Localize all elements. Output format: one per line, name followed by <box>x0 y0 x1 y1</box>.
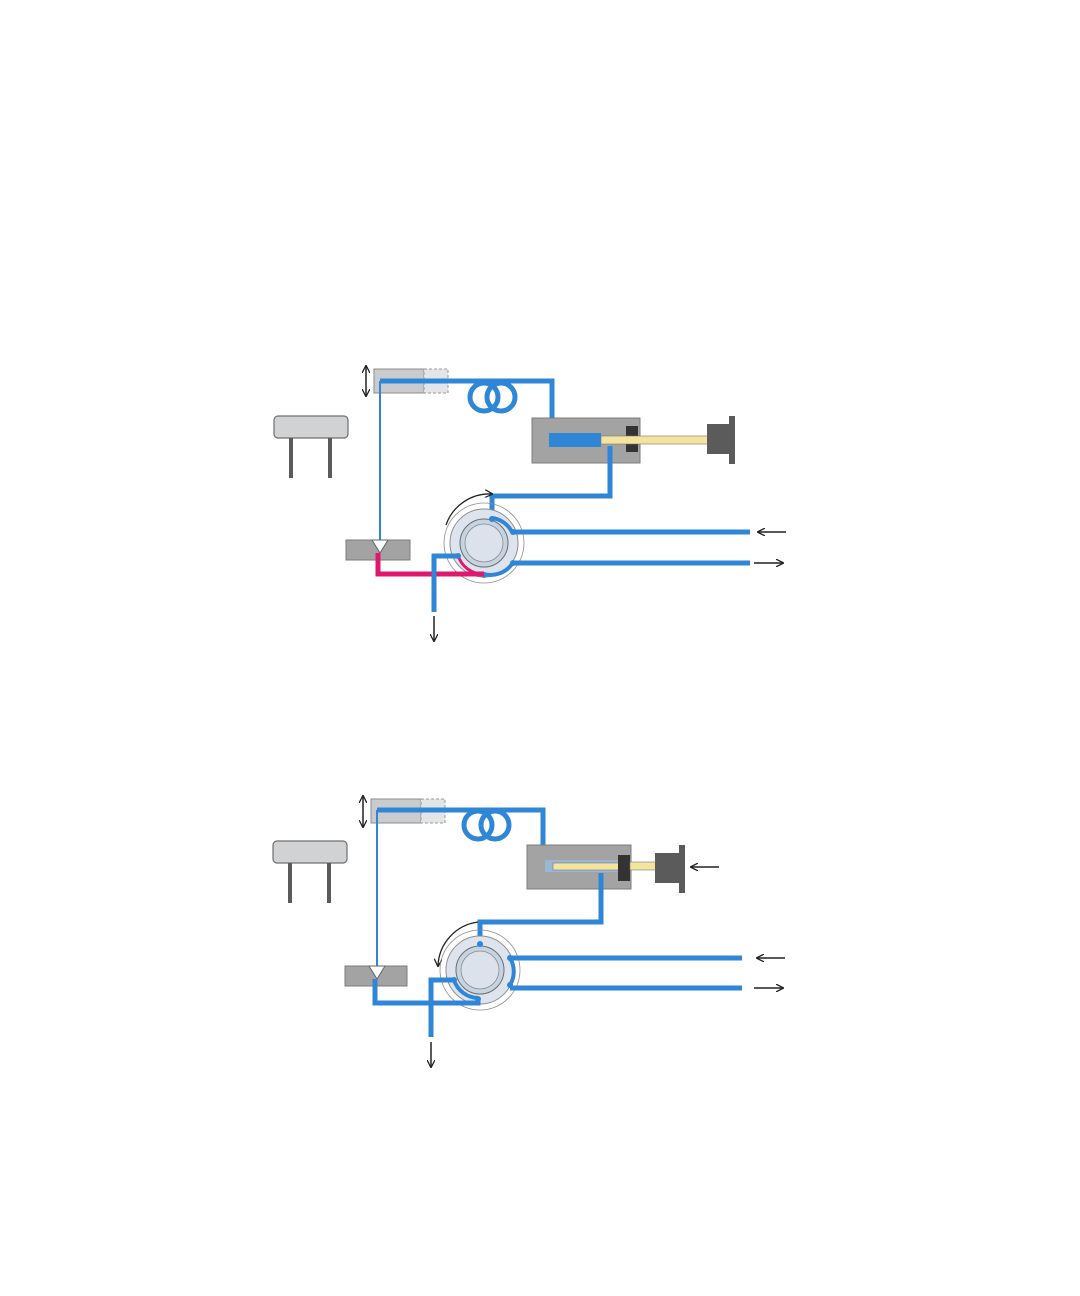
plunger-rod <box>630 862 656 870</box>
sample-tray-icon <box>274 416 348 478</box>
panel-upper <box>274 366 786 641</box>
buffer-loop-icon <box>464 811 509 839</box>
sample-tray-icon <box>273 841 347 903</box>
injection-valve <box>440 930 520 1010</box>
waste-tubing <box>431 980 454 1037</box>
plunger-seal <box>618 855 630 881</box>
waste-tubing <box>434 556 458 612</box>
plunger-drive-head <box>655 853 679 883</box>
plunger-drive-plate <box>729 416 735 464</box>
plunger-rod <box>553 863 623 870</box>
plunger-drive-plate <box>679 845 685 893</box>
metering-chamber <box>549 433 601 447</box>
injection-valve <box>444 503 524 583</box>
plunger-drive-head <box>707 424 729 454</box>
plunger-rod <box>601 436 708 444</box>
buffer-loop-icon <box>470 383 515 411</box>
panel-lower <box>273 796 785 1067</box>
